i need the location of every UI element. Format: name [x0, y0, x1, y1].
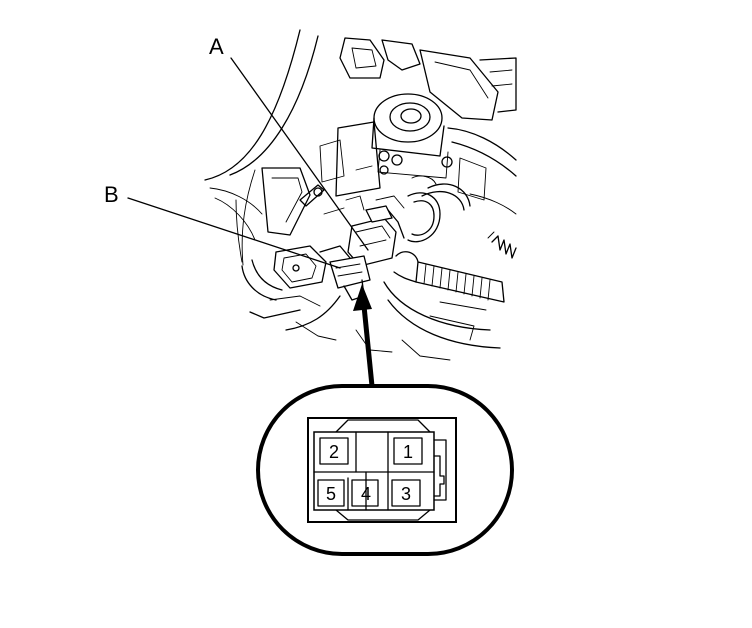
detail-pointer-arrow	[353, 284, 375, 387]
pin-label-1: 1	[403, 442, 413, 462]
connector-face	[307, 417, 457, 523]
connector-detail-inset: 2 1 5 4 3	[256, 384, 514, 556]
callout-b-leader	[127, 197, 341, 269]
engine-compartment-illustration	[204, 29, 517, 361]
callout-label-b: B	[104, 182, 119, 207]
callout-a-leader	[230, 57, 369, 251]
pin-label-2: 2	[329, 442, 339, 462]
pin-label-3: 3	[401, 484, 411, 504]
pin-label-5: 5	[326, 484, 336, 504]
callout-label-a: A	[209, 34, 224, 59]
pin-label-4: 4	[361, 484, 371, 504]
